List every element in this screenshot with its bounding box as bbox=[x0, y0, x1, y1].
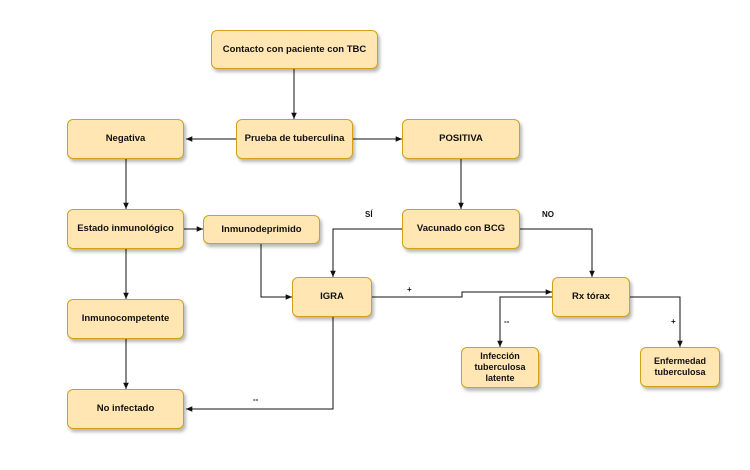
edge-label-no: NO bbox=[542, 210, 554, 219]
node-prueba-tuberculina: Prueba de tuberculina bbox=[236, 119, 353, 159]
edge-label-rx-positive: + bbox=[671, 317, 676, 326]
edge-igra-noinfectado bbox=[186, 317, 334, 412]
edge-rx-infeccion bbox=[497, 296, 552, 347]
edge-label-igra-positive: + bbox=[407, 285, 412, 294]
edge-vacunado-rx bbox=[520, 228, 595, 277]
edge-igra-rx bbox=[372, 289, 552, 298]
edge-label-si: SÍ bbox=[365, 210, 373, 219]
node-negativa: Negativa bbox=[67, 119, 184, 159]
edge-label-rx-negative: -- bbox=[504, 317, 510, 326]
node-inmunocompetente: Inmunocompetente bbox=[67, 299, 184, 339]
node-igra: IGRA bbox=[292, 277, 372, 317]
node-contacto: Contacto con paciente con TBC bbox=[211, 30, 378, 69]
edge-inmunodeprimido-igra bbox=[260, 244, 292, 300]
node-rx-torax: Rx tórax bbox=[552, 277, 630, 317]
edge-label-igra-negative: -- bbox=[253, 395, 259, 404]
node-enfermedad-tuberculosa: Enfermedad tuberculosa bbox=[640, 347, 720, 387]
node-positiva: POSITIVA bbox=[402, 119, 520, 159]
node-infeccion-latente: Infección tuberculosa latente bbox=[461, 347, 539, 388]
node-estado-inmunologico: Estado inmunológico bbox=[67, 209, 184, 249]
node-no-infectado: No infectado bbox=[67, 389, 184, 429]
edge-vacunado-igra bbox=[330, 228, 402, 277]
edge-rx-enfermedad bbox=[630, 296, 683, 347]
node-inmunodeprimido: Inmunodeprimido bbox=[203, 215, 320, 244]
node-vacunado-bcg: Vacunado con BCG bbox=[402, 209, 520, 249]
